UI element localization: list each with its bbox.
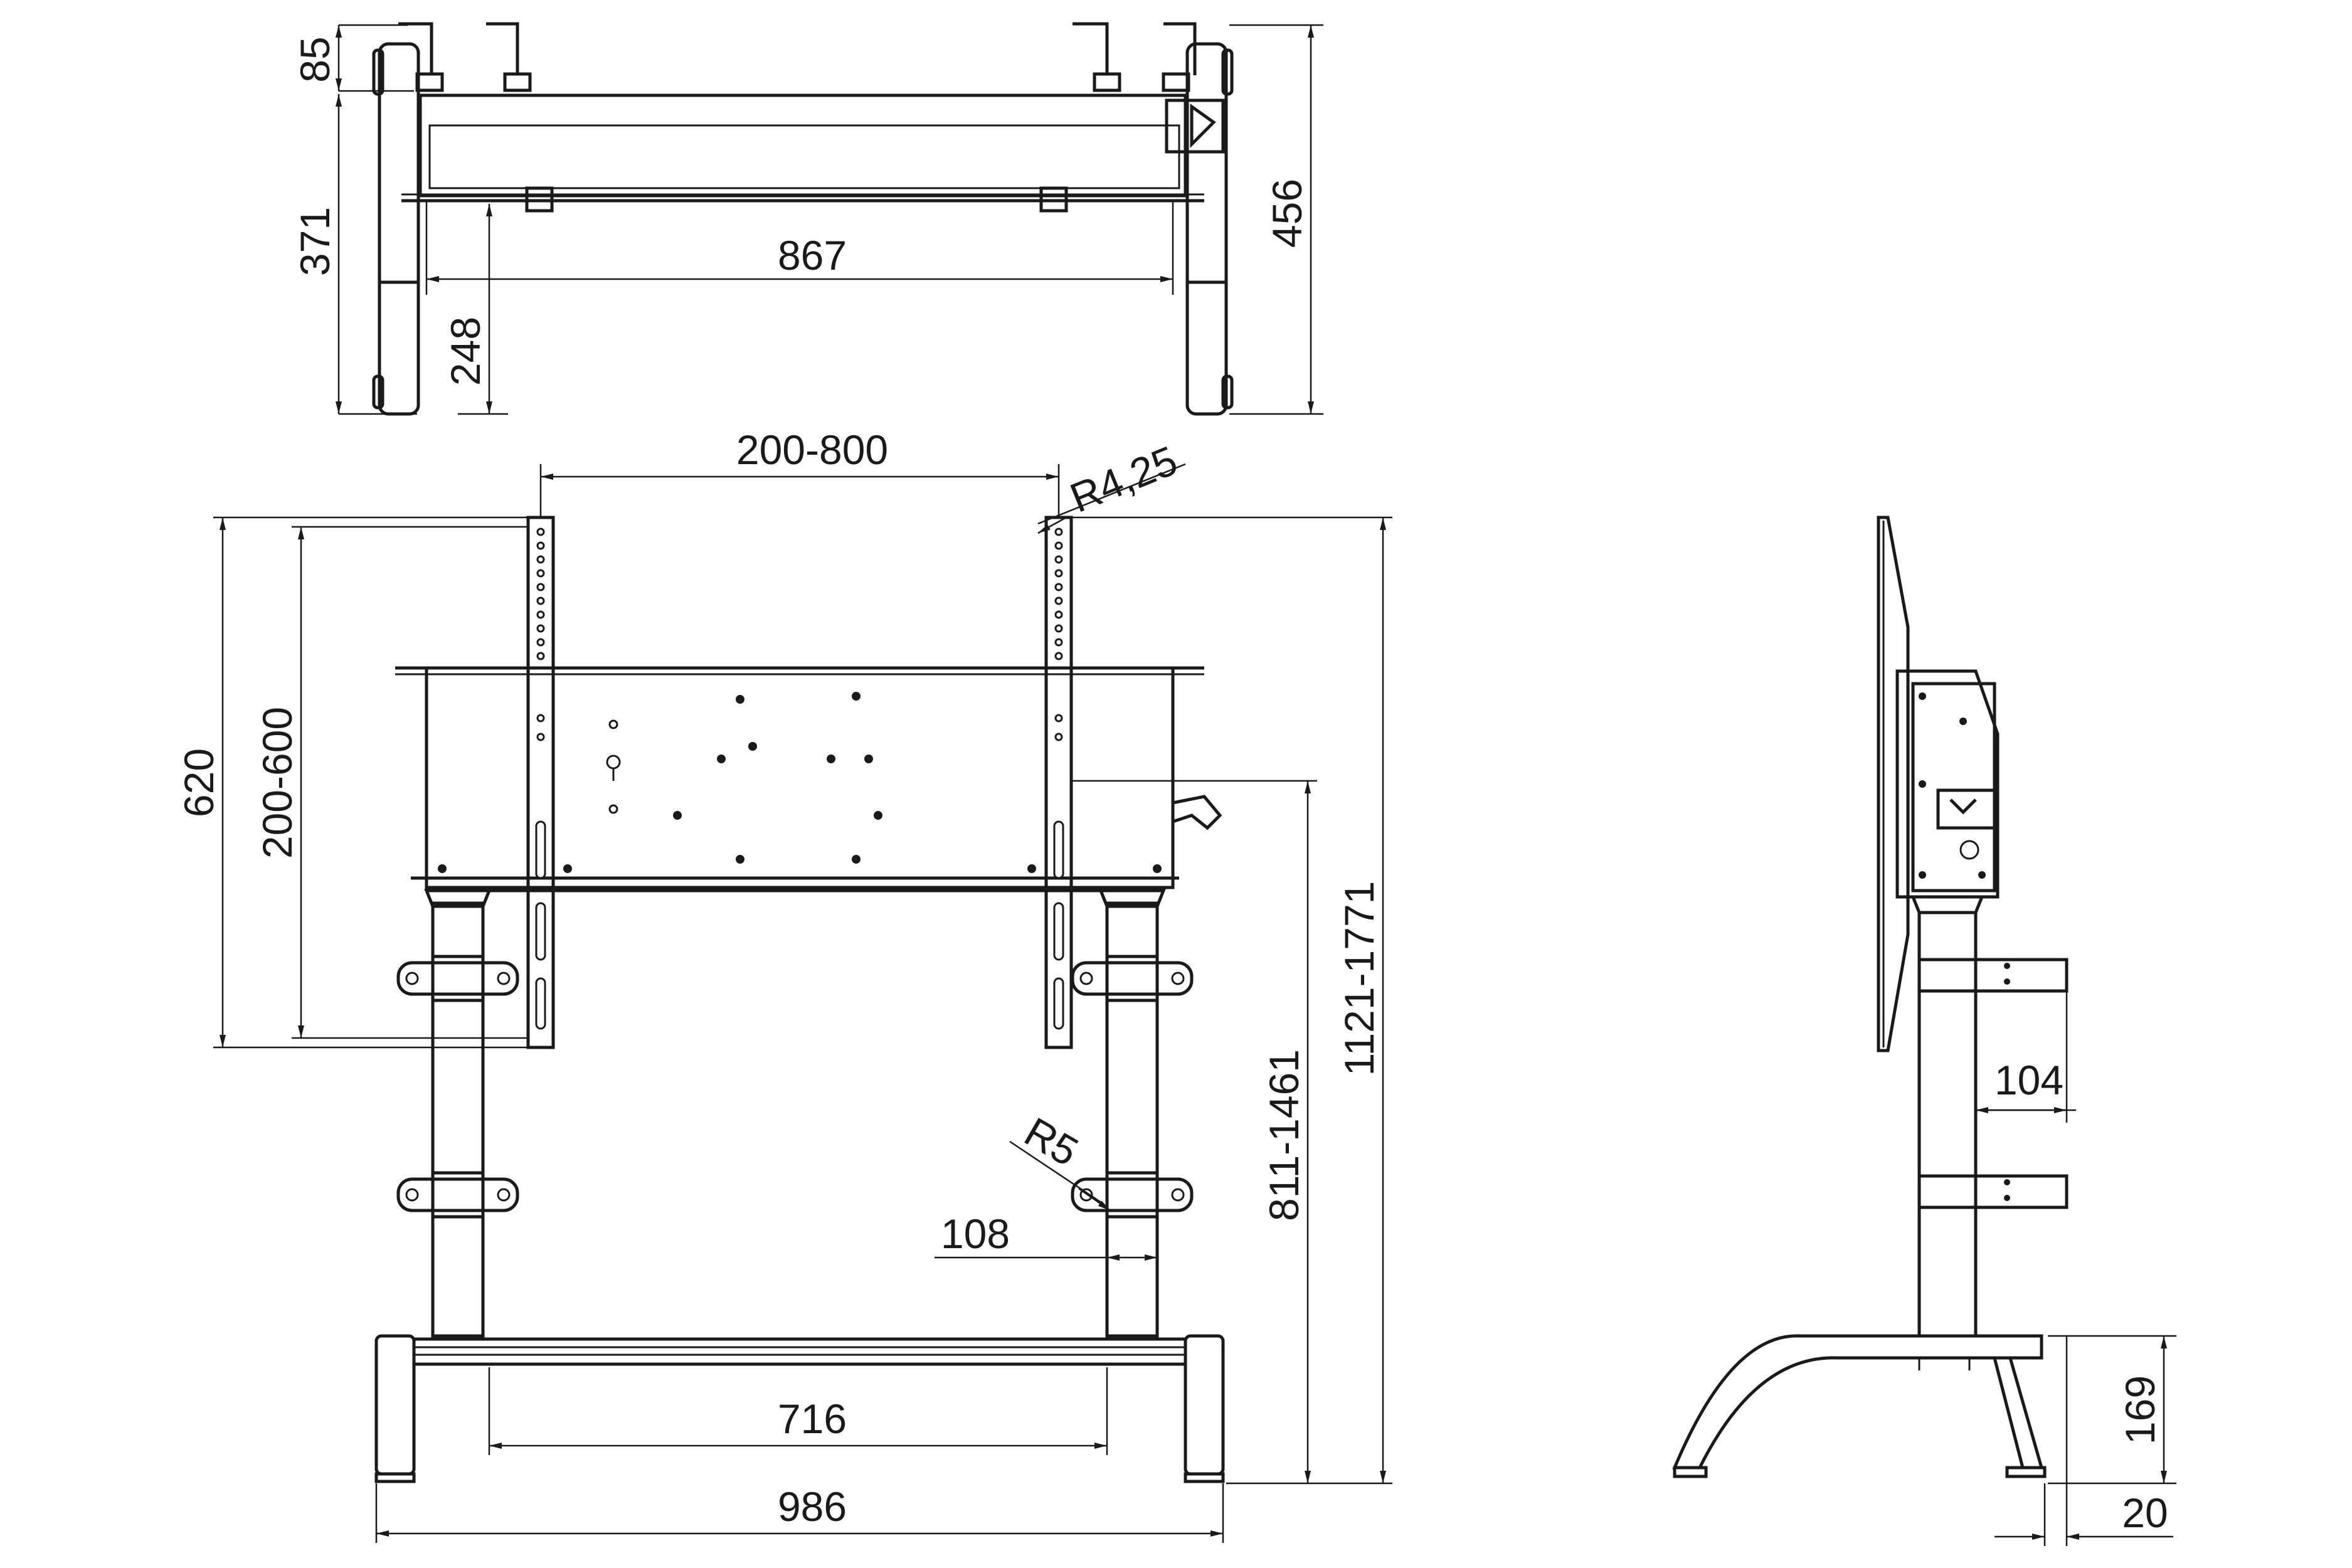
dim-169: 169 <box>2117 1375 2163 1444</box>
dim-716: 716 <box>778 1396 847 1442</box>
dim-200-800: 200-800 <box>736 426 888 473</box>
dim-248: 248 <box>442 317 489 386</box>
column-clamp-lower-left <box>396 1171 519 1219</box>
column-clamp-upper-right <box>1071 955 1194 1002</box>
radius-5: R5 <box>1017 1108 1086 1175</box>
dim-620: 620 <box>176 748 222 817</box>
vesa-arm-right <box>1044 516 1073 1049</box>
vesa-arm-left <box>526 516 555 1049</box>
dim-986: 986 <box>778 1483 847 1530</box>
dim-456: 456 <box>1264 179 1310 248</box>
side-view: 104 169 20 <box>1672 516 2176 1546</box>
dim-20: 20 <box>2122 1490 2168 1536</box>
dim-371: 371 <box>292 207 338 276</box>
dim-811-1461: 811-1461 <box>1261 1049 1307 1221</box>
dim-108: 108 <box>941 1210 1010 1257</box>
dim-1121-1771: 1121-1771 <box>1336 881 1382 1076</box>
dim-104: 104 <box>1994 1057 2063 1103</box>
column-clamp-upper-left <box>396 955 519 1002</box>
front-view: 200-800 R4,25 620 200-600 811-1461 1121-… <box>176 426 1392 1543</box>
radius-4-25: R4,25 <box>1064 437 1184 521</box>
dim-200-600: 200-600 <box>254 707 300 859</box>
dim-867: 867 <box>778 232 847 278</box>
top-view: 85 371 456 867 248 <box>292 22 1323 416</box>
dim-85: 85 <box>292 36 338 82</box>
